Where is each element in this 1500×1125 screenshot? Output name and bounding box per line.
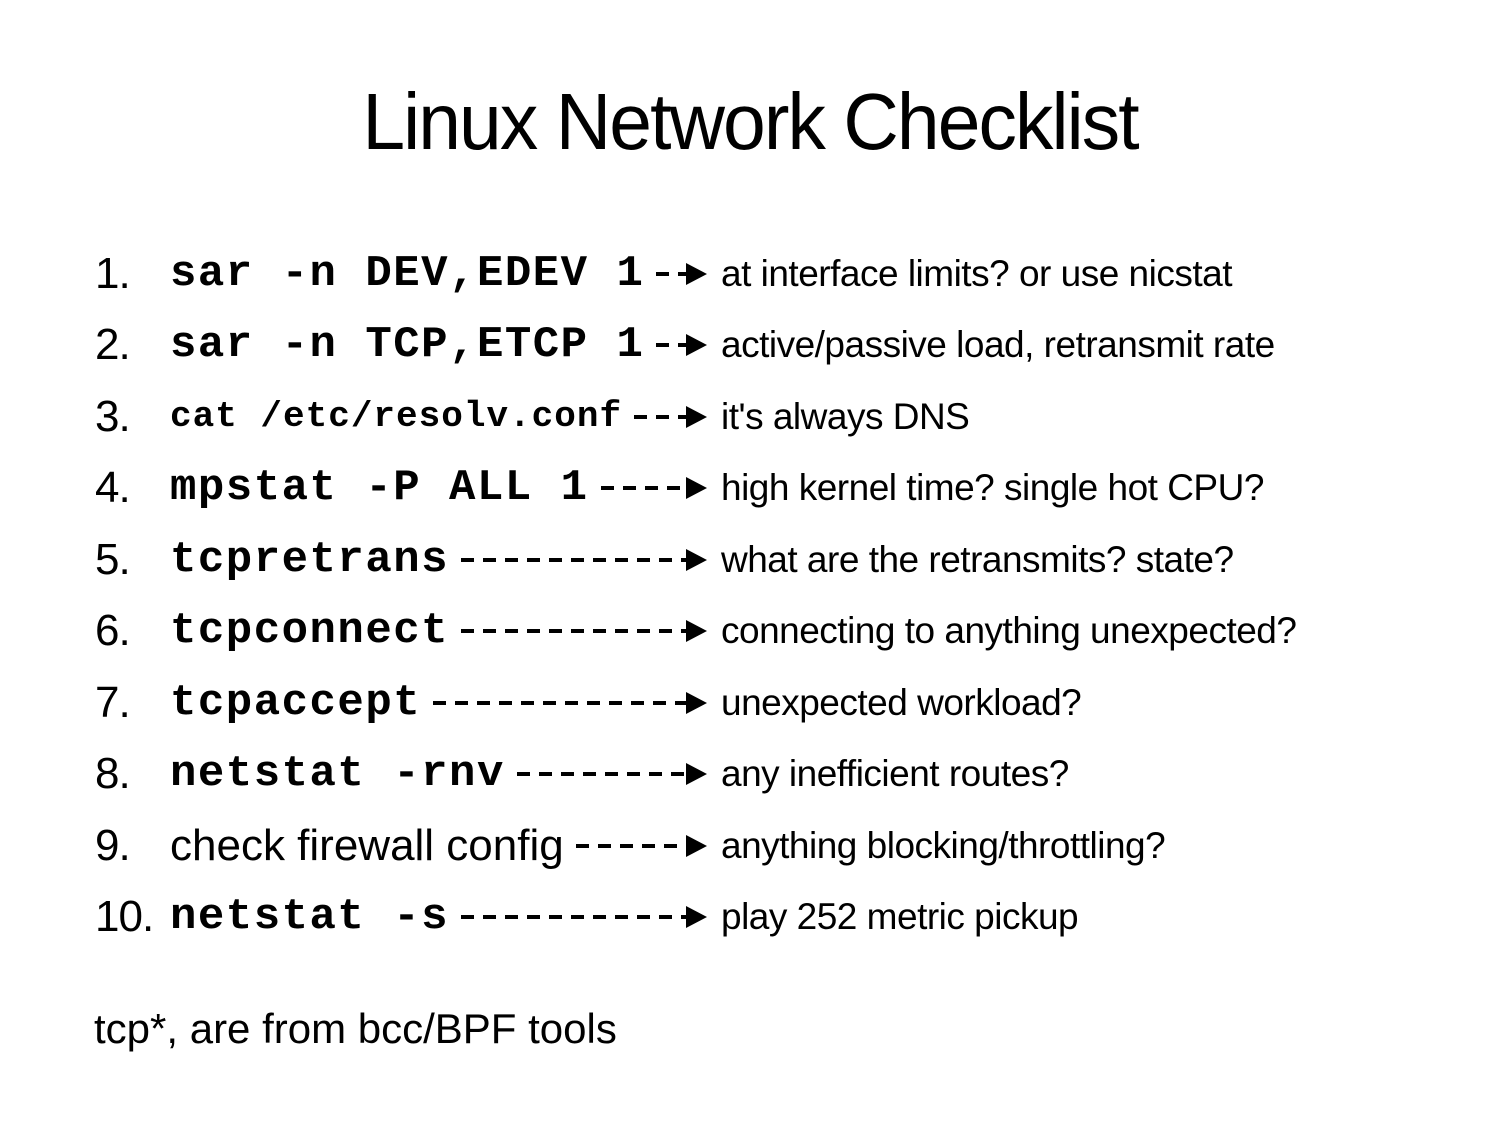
item-note: high kernel time? single hot CPU? (721, 467, 1264, 509)
arrow-head-icon (686, 834, 707, 857)
arrow-dash-line (516, 772, 688, 777)
checklist-item: 9. check firewall config anything blocki… (95, 810, 1460, 882)
checklist-item: 2. sar -n TCP,ETCP 1 active/passive load… (95, 310, 1460, 382)
checklist: 1. sar -n DEV,EDEV 1 at interface limits… (95, 238, 1460, 953)
item-command: tcpaccept (170, 677, 422, 728)
arrow-dash-line (461, 557, 688, 562)
item-note: at interface limits? or use nicstat (721, 252, 1233, 294)
dashed-arrow (433, 691, 707, 714)
item-command: netstat -rnv (170, 749, 505, 800)
checklist-item: 10. netstat -s play 252 metric pickup (95, 882, 1460, 954)
item-command: netstat -s (170, 892, 450, 943)
item-note: unexpected workload? (721, 681, 1082, 723)
dashed-arrow (575, 834, 707, 857)
item-command: tcpretrans (170, 534, 450, 585)
slide-title: Linux Network Checklist (362, 77, 1139, 166)
arrow-dash-line (656, 271, 688, 276)
arrow-dash-line (461, 915, 688, 920)
dashed-arrow (634, 405, 707, 428)
item-number: 4. (95, 463, 131, 513)
item-note: what are the retransmits? state? (721, 538, 1234, 580)
checklist-item: 8. netstat -rnv any inefficient routes? (95, 739, 1460, 811)
item-number: 9. (95, 820, 131, 870)
item-command: sar -n TCP,ETCP 1 (170, 320, 645, 371)
checklist-item: 3. cat /etc/resolv.conf it's always DNS (95, 381, 1460, 453)
dashed-arrow (656, 262, 707, 285)
arrow-head-icon (686, 334, 707, 357)
item-number: 7. (95, 677, 131, 727)
item-number: 8. (95, 749, 131, 799)
item-command: mpstat -P ALL 1 (170, 463, 589, 514)
item-note: it's always DNS (721, 395, 970, 437)
item-number: 2. (95, 320, 131, 370)
dashed-arrow (516, 763, 707, 786)
arrow-head-icon (686, 262, 707, 285)
item-note: connecting to anything unexpected? (721, 610, 1297, 652)
item-note: active/passive load, retransmit rate (721, 324, 1275, 366)
arrow-dash-line (656, 343, 688, 348)
item-number: 10. (95, 892, 154, 942)
arrow-head-icon (686, 620, 707, 643)
arrow-head-icon (686, 906, 707, 929)
arrow-dash-line (433, 700, 688, 705)
checklist-item: 6. tcpconnect connecting to anything une… (95, 596, 1460, 668)
dashed-arrow (461, 620, 707, 643)
dashed-arrow (600, 477, 707, 500)
arrow-dash-line (634, 414, 688, 419)
item-note: anything blocking/throttling? (721, 824, 1166, 866)
item-note: any inefficient routes? (721, 753, 1069, 795)
item-note: play 252 metric pickup (721, 896, 1079, 938)
arrow-head-icon (686, 548, 707, 571)
item-command: tcpconnect (170, 606, 450, 657)
arrow-head-icon (686, 763, 707, 786)
item-number: 6. (95, 606, 131, 656)
dashed-arrow (461, 548, 707, 571)
footnote: tcp*, are from bcc/BPF tools (94, 1005, 617, 1052)
dashed-arrow (656, 334, 707, 357)
item-number: 3. (95, 391, 131, 441)
checklist-item: 7. tcpaccept unexpected workload? (95, 667, 1460, 739)
checklist-item: 5. tcpretrans what are the retransmits? … (95, 524, 1460, 596)
item-number: 5. (95, 534, 131, 584)
arrow-head-icon (686, 691, 707, 714)
checklist-item: 4. mpstat -P ALL 1 high kernel time? sin… (95, 453, 1460, 525)
item-command: cat /etc/resolv.conf (170, 396, 623, 438)
arrow-head-icon (686, 477, 707, 500)
arrow-dash-line (575, 843, 688, 848)
dashed-arrow (461, 906, 707, 929)
arrow-dash-line (600, 486, 688, 491)
arrow-head-icon (686, 405, 707, 428)
item-command: sar -n DEV,EDEV 1 (170, 248, 645, 299)
arrow-dash-line (461, 629, 688, 634)
item-command: check firewall config (170, 820, 564, 870)
checklist-item: 1. sar -n DEV,EDEV 1 at interface limits… (95, 238, 1460, 310)
item-number: 1. (95, 248, 131, 298)
